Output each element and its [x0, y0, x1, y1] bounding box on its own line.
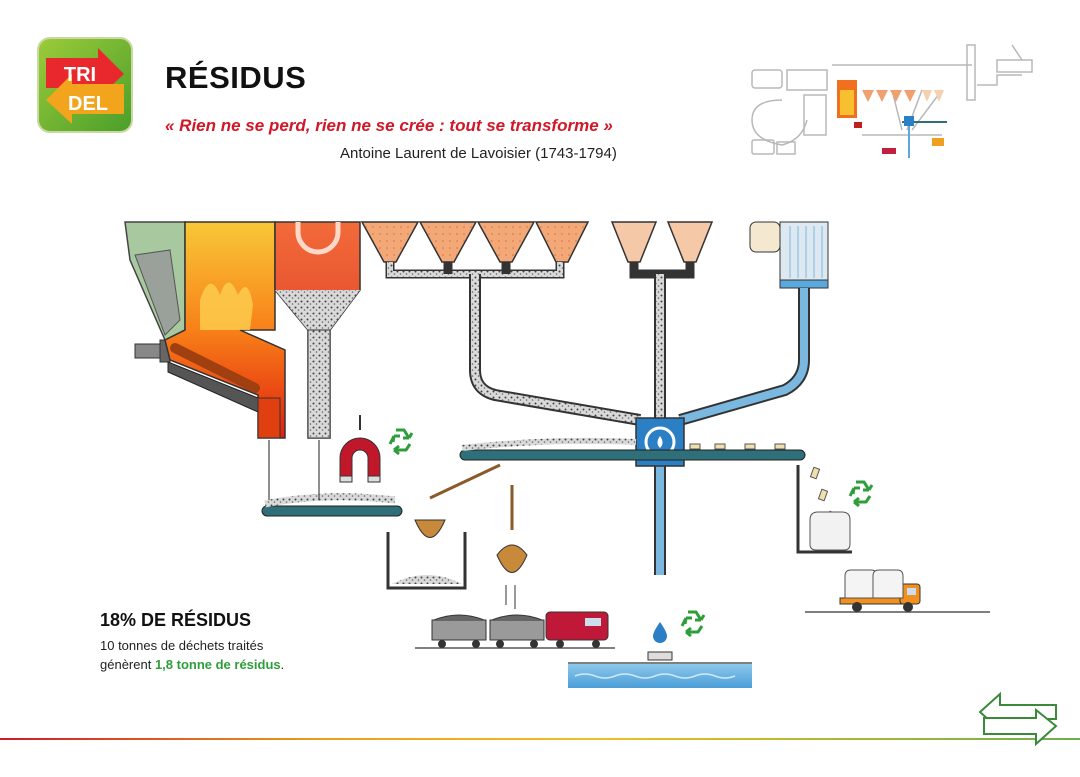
tridel-logo: TRI DEL [37, 37, 133, 133]
filter-hoppers [360, 221, 590, 263]
stat-highlight: 1,8 tonne de résidus [154, 657, 281, 672]
lower-conveyor [261, 505, 403, 517]
grab-bucket [414, 519, 446, 538]
nav-arrows-icon[interactable] [978, 690, 1060, 750]
water-drop-icon [653, 622, 667, 643]
stat-title: 18% DE RÉSIDUS [100, 610, 252, 630]
page-title: RÉSIDUS [165, 60, 307, 95]
stat-line2-suffix: . [280, 657, 285, 672]
water-basin [568, 664, 752, 688]
quote-author: Antoine Laurent de Lavoisier (1743-1794) [340, 145, 617, 162]
recycle-icon [848, 480, 874, 508]
stat-line1: 10 tonnes de déchets traités [100, 638, 264, 653]
slag-bin [386, 532, 467, 590]
logo-text-tri: TRI [64, 64, 96, 86]
truck [839, 597, 906, 605]
recycle-icon [388, 428, 414, 456]
recycle-icon [680, 610, 706, 638]
plant-overview-thumbnail[interactable] [742, 40, 1042, 165]
freight-train [431, 611, 609, 641]
scrubber [779, 221, 829, 285]
process-diagram [124, 221, 990, 688]
footer-divider [0, 738, 1080, 740]
quote-text: « Rien ne se perd, rien ne se crée : tou… [165, 116, 613, 135]
feeder-ram [134, 343, 164, 359]
logo-text-del: DEL [68, 93, 108, 115]
magnet-icon [339, 437, 381, 479]
big-bag [809, 511, 851, 551]
upper-conveyor [459, 449, 806, 461]
stat-line2: génèrent 1,8 tonne de résidus. [100, 657, 284, 672]
stat-line2-prefix: génèrent [100, 657, 155, 672]
